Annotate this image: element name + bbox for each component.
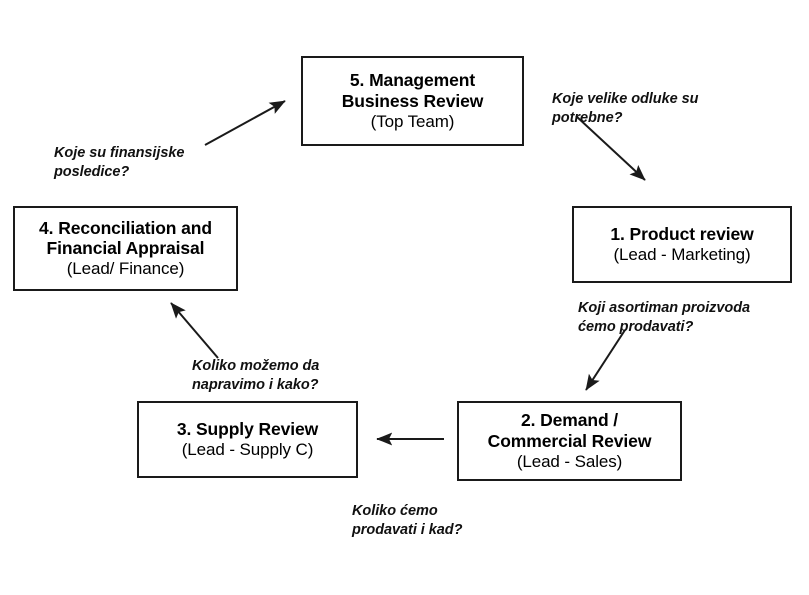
node-subtitle: (Lead - Supply C): [181, 440, 314, 460]
node-subtitle: (Top Team): [370, 111, 455, 131]
node-subtitle: (Lead - Marketing): [613, 245, 751, 265]
edge-label-4-to-5: Koje su finansijske posledice?: [54, 145, 185, 181]
node-subtitle: (Lead/ Finance): [66, 259, 185, 279]
node-subtitle: (Lead - Sales): [516, 451, 623, 471]
node-title: 1. Product review: [610, 223, 754, 244]
edge-label-5-to-1: Koje velike odluke su potrebne?: [552, 91, 699, 127]
arrow-4-to-5: [204, 100, 286, 146]
node-reconciliation-financial-appraisal[interactable]: 4. Reconciliation and Financial Appraisa…: [13, 206, 238, 291]
edge-label-3-to-4: Koliko možemo da napravimo i kako?: [192, 358, 320, 394]
node-demand-commercial-review[interactable]: 2. Demand / Commercial Review (Lead - Sa…: [457, 401, 682, 481]
edge-label-2-to-3: Koliko ćemo prodavati i kad?: [352, 503, 463, 539]
node-supply-review[interactable]: 3. Supply Review (Lead - Supply C): [137, 401, 358, 478]
node-product-review[interactable]: 1. Product review (Lead - Marketing): [572, 206, 792, 283]
node-title: 5. Management Business Review: [341, 70, 484, 111]
edge-label-1-to-2: Koji asortiman proizvoda ćemo prodavati?: [578, 300, 751, 336]
node-title: 2. Demand / Commercial Review: [487, 410, 652, 451]
arrow-3-to-4: [170, 302, 219, 359]
node-title: 3. Supply Review: [176, 418, 319, 439]
arrow-1-to-2: [585, 329, 626, 391]
node-title: 4. Reconciliation and Financial Appraisa…: [39, 217, 212, 259]
node-management-business-review[interactable]: 5. Management Business Review (Top Team): [301, 56, 524, 146]
